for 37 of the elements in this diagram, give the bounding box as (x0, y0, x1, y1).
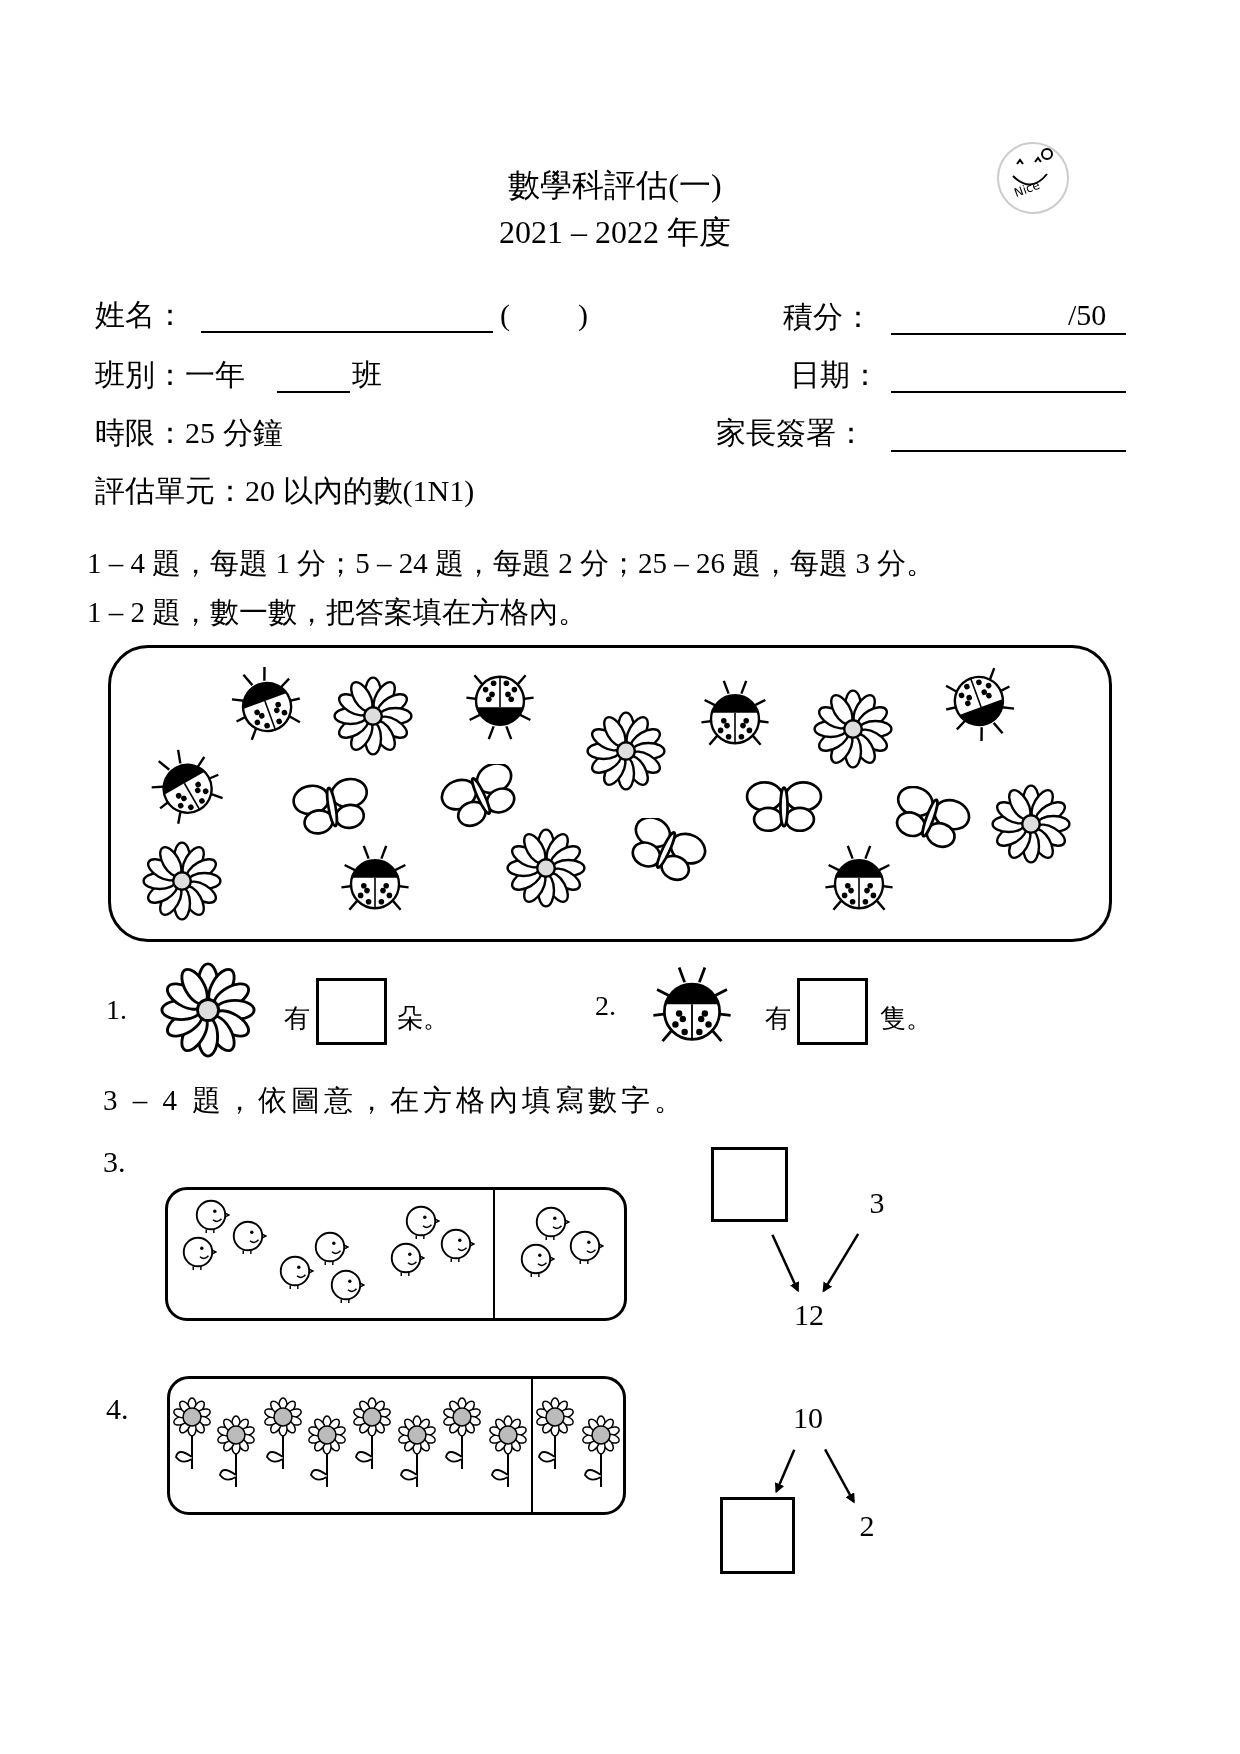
text-label: 4. (106, 1391, 129, 1427)
text-label: 1 – 4 題，每題 1 分；5 – 24 題，每題 2 分；25 – 26 題，每題 3 分。 (87, 546, 936, 581)
arrow (824, 1448, 855, 1504)
text-label: 朵。 (397, 1003, 449, 1035)
text-label: 1 – 2 題，數一數，把答案填在方格內。 (87, 595, 588, 630)
number-label: 2 (850, 1507, 884, 1545)
text-label: 2. (595, 989, 616, 1023)
text-label: /50 (1068, 297, 1107, 333)
answer-box (797, 978, 868, 1045)
text-label: Nice (1012, 177, 1043, 202)
text-label: 有 (765, 1003, 791, 1035)
arrow (771, 1234, 800, 1293)
text-label: 2021 – 2022 年度 (498, 213, 732, 252)
text-label: 1. (106, 993, 127, 1027)
text-label: 時限：25 分鐘 (95, 415, 283, 451)
answer-box (711, 1147, 788, 1222)
number-label: 10 (786, 1399, 830, 1437)
text-label: ( (500, 297, 510, 333)
text-label: 有 (284, 1003, 310, 1035)
text-label: 評估單元：20 以內的數(1N1) (95, 473, 475, 509)
text-label: 3. (103, 1144, 126, 1180)
text-label: 日期： (790, 357, 880, 393)
text-label: 3 – 4 題，依圖意，在方格內填寫數字。 (103, 1083, 688, 1118)
text-label: ) (578, 297, 588, 333)
answer-box (316, 978, 387, 1045)
text-label: 班 (352, 357, 382, 393)
arrow (822, 1233, 860, 1293)
arrow (775, 1449, 796, 1494)
text-label: 家長簽署： (716, 415, 866, 451)
answer-box (720, 1497, 795, 1574)
number-label: 12 (787, 1296, 831, 1334)
number-label: 3 (860, 1184, 894, 1222)
text-label: 隻。 (880, 1003, 932, 1035)
text-label: 姓名： (95, 297, 185, 333)
text-label: 積分： (783, 299, 873, 335)
text-label: 班別：一年 (95, 357, 245, 393)
title: 數學科評估(一) (507, 166, 723, 205)
